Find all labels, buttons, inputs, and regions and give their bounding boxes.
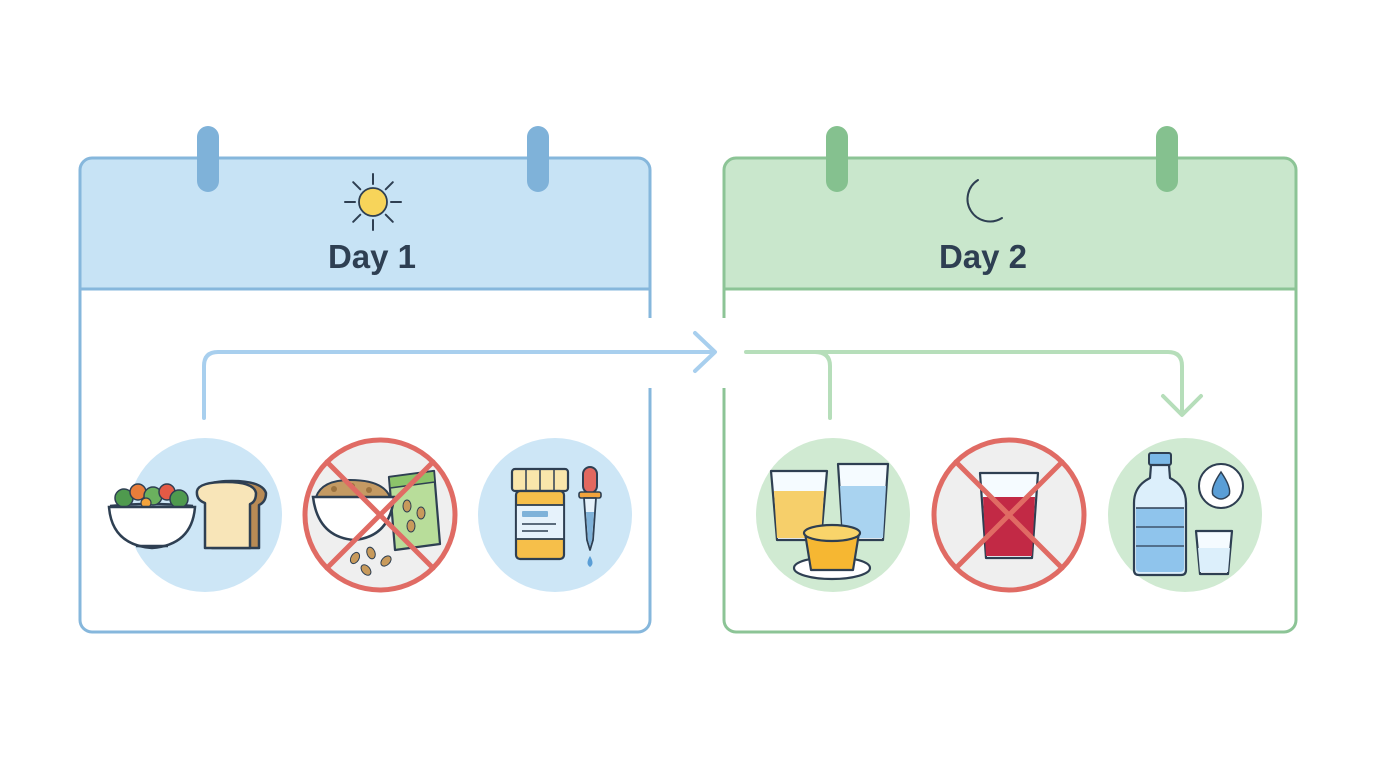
water-bottle-icon bbox=[1132, 452, 1244, 577]
day-1-title: Day 1 bbox=[328, 238, 416, 275]
day-2-frame bbox=[722, 156, 1298, 634]
day-2-binder-ring-left bbox=[826, 126, 848, 192]
day-1-item-salad-bread bbox=[107, 438, 282, 592]
day-2-item-clear-liquids bbox=[756, 438, 910, 592]
day-1-binder-ring-left bbox=[197, 126, 219, 192]
day-2-calendar: Day 2 bbox=[718, 126, 1298, 634]
day-1-frame bbox=[78, 156, 652, 634]
day-1-to-day-2-arrow bbox=[202, 350, 714, 420]
sun-icon bbox=[344, 173, 402, 231]
day-2-flow-arrowhead bbox=[1161, 394, 1203, 417]
day-1-calendar: Day 1 bbox=[78, 126, 656, 634]
flow-arrows bbox=[202, 331, 1203, 420]
day-2-header bbox=[724, 158, 1296, 289]
moon-icon bbox=[966, 179, 1003, 223]
salad-and-bread-icon bbox=[107, 479, 268, 550]
day-2-binder-ring-right bbox=[1156, 126, 1178, 192]
prohibited-icon bbox=[302, 437, 458, 593]
day-2-title: Day 2 bbox=[939, 238, 1027, 275]
day-2-item-water bbox=[1108, 438, 1262, 592]
day-1-item-oatmeal-seeds bbox=[302, 437, 458, 593]
day-1-item-medication bbox=[478, 438, 632, 592]
day-2-flow-branch bbox=[813, 350, 832, 420]
day-2-flow-arrow bbox=[744, 350, 1184, 416]
medication-bottle-and-dropper-icon bbox=[510, 466, 602, 567]
prohibited-icon bbox=[931, 437, 1087, 593]
day-1-header bbox=[80, 158, 650, 289]
oatmeal-and-seeds-icon bbox=[311, 469, 442, 576]
day-2-item-red-drink bbox=[931, 437, 1087, 593]
day-1-binder-ring-right bbox=[527, 126, 549, 192]
clear-liquids-icon bbox=[769, 462, 890, 581]
day-1-to-day-2-arrowhead bbox=[693, 331, 717, 373]
